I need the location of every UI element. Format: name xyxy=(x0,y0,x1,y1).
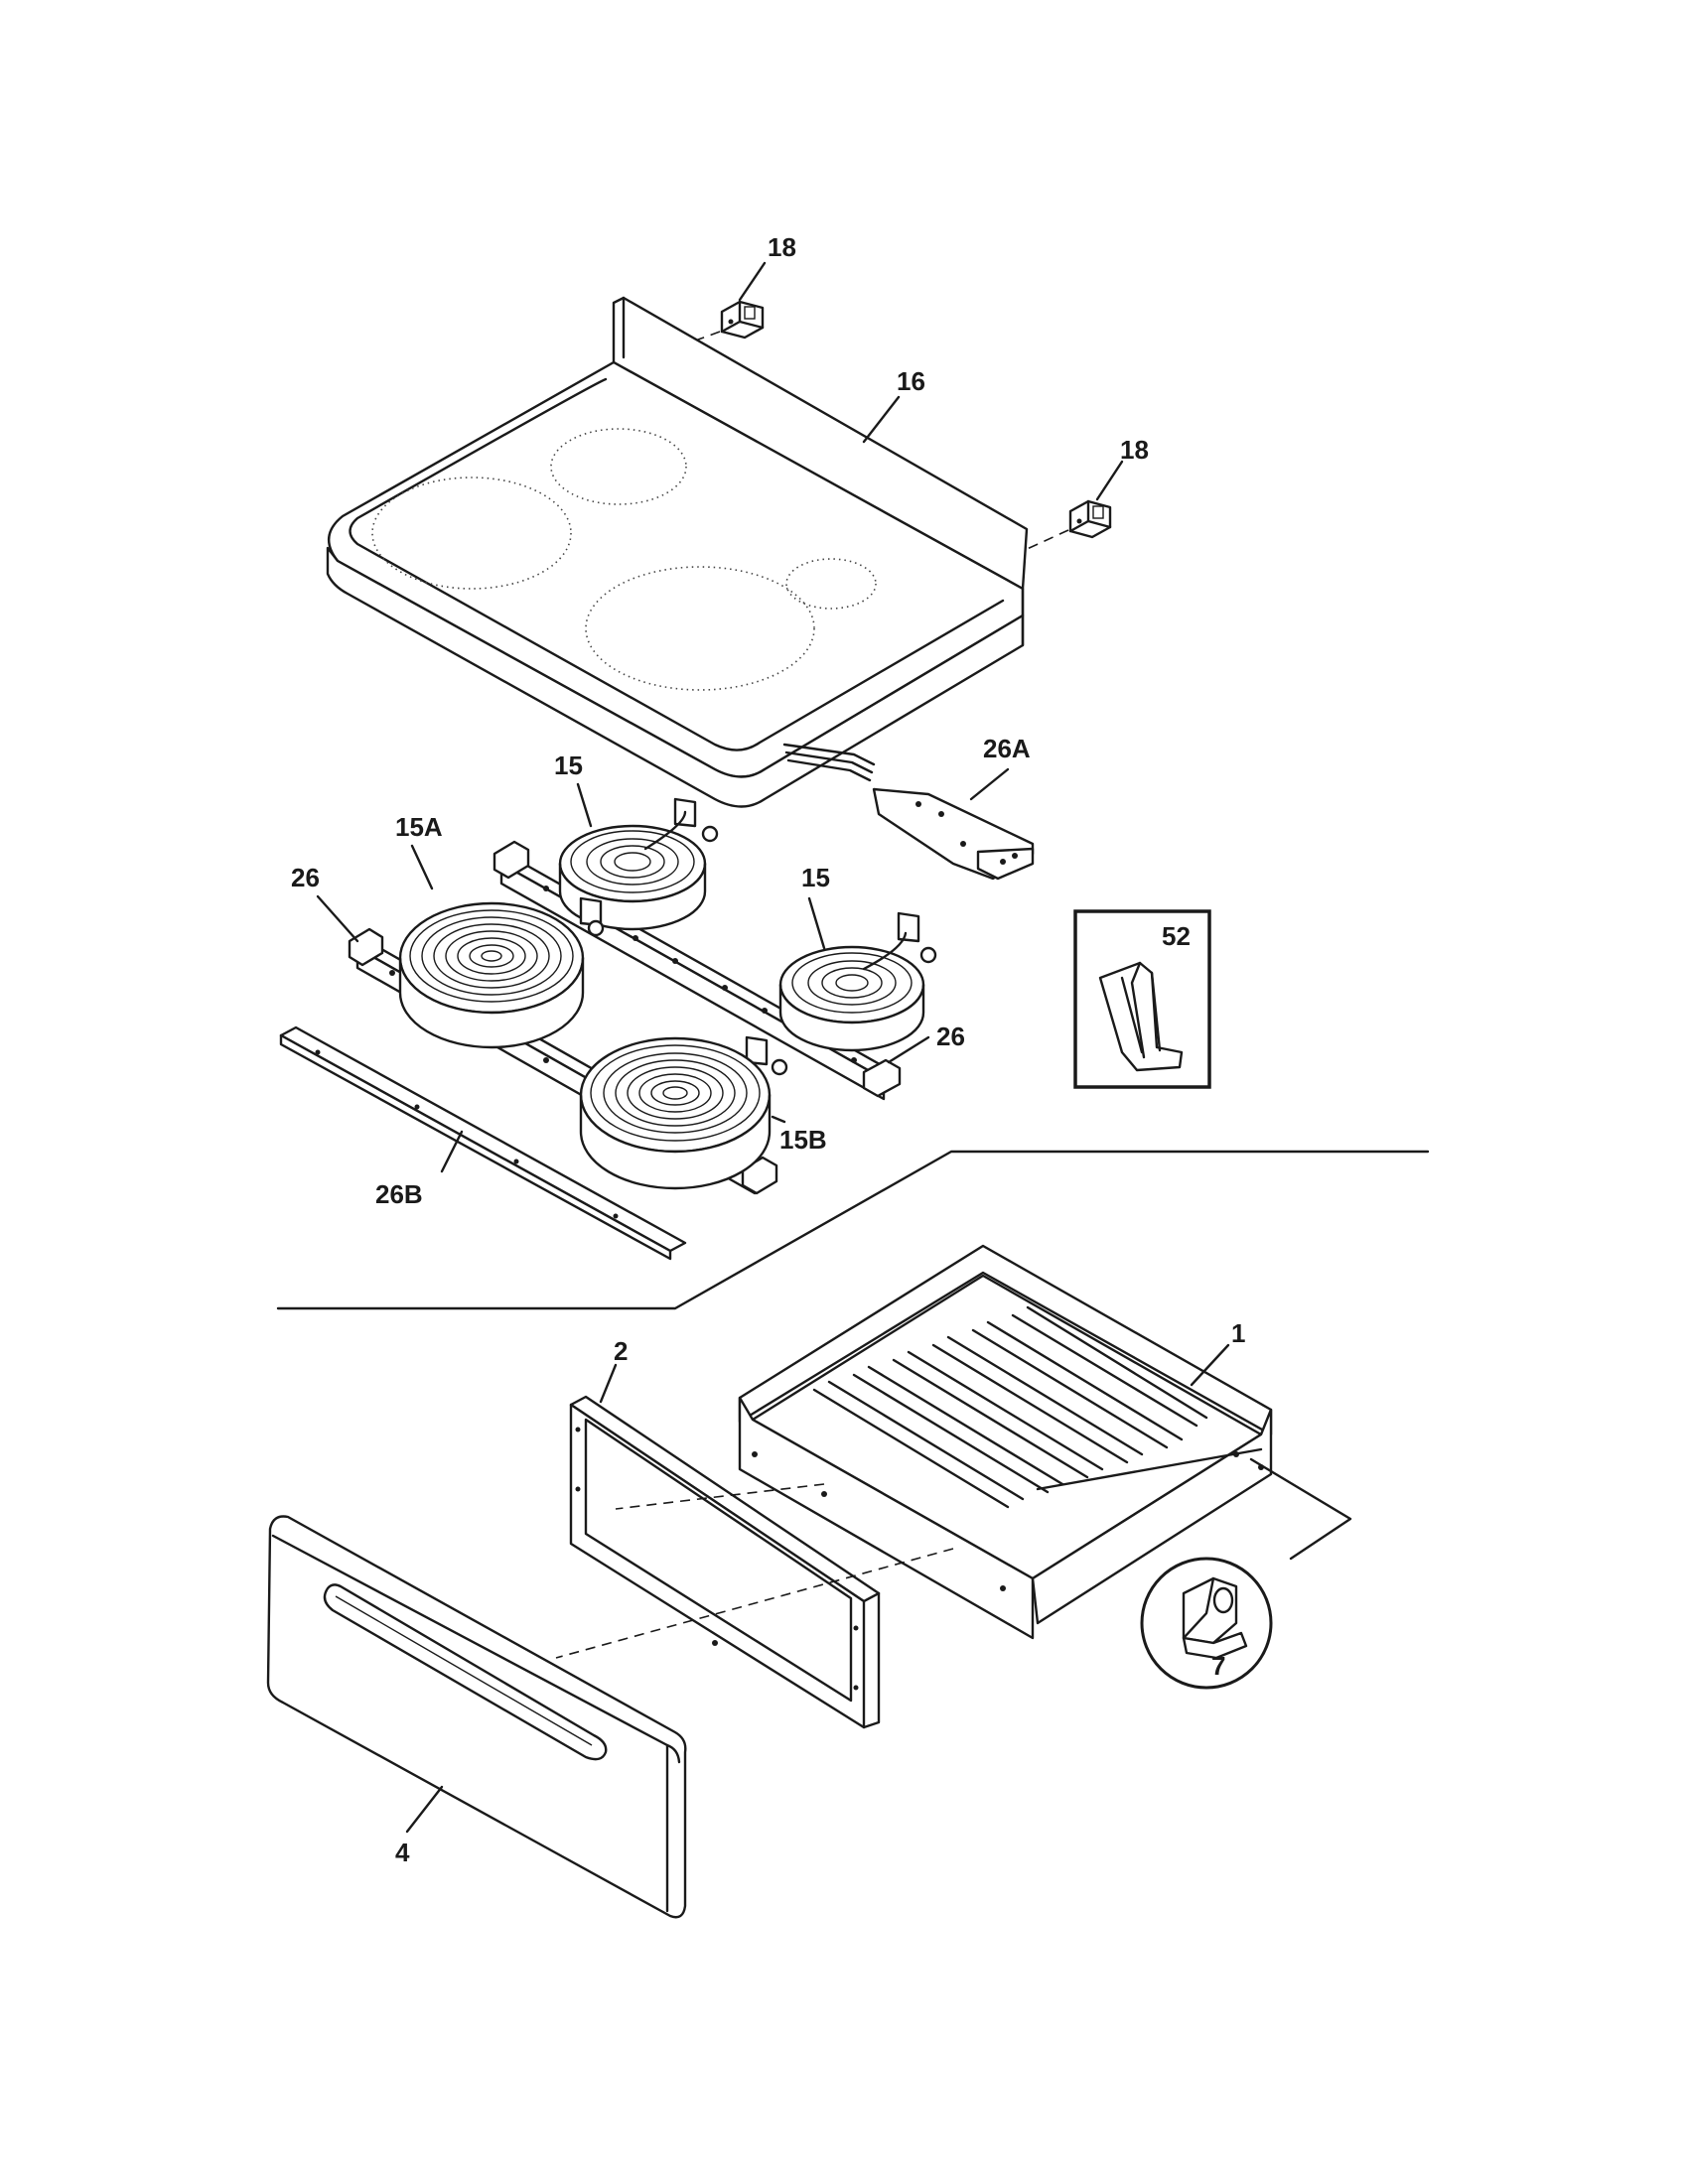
part-4-drawer-front xyxy=(266,1515,687,1919)
callout-26B: 26B xyxy=(375,1179,423,1209)
part-15A-element-large-left xyxy=(398,896,605,1049)
part-15-element-right xyxy=(778,911,937,1052)
callout-15B: 15B xyxy=(779,1125,827,1155)
callout-26-right: 26 xyxy=(936,1022,965,1051)
part-18-clip-upper xyxy=(720,300,765,340)
callout-26A: 26A xyxy=(983,734,1031,763)
callout-4: 4 xyxy=(395,1838,410,1867)
leader-lines xyxy=(316,261,1230,1834)
callout-15-rear: 15 xyxy=(554,751,583,780)
part-16-cooktop xyxy=(326,296,1029,808)
callout-16: 16 xyxy=(897,366,925,396)
part-7-detail xyxy=(1140,1457,1352,1690)
callout-18-upper: 18 xyxy=(768,232,796,262)
clip-alignment-line-lower xyxy=(1022,529,1069,552)
callout-52: 52 xyxy=(1162,921,1191,951)
part-52-inset xyxy=(1073,909,1211,1089)
callout-2: 2 xyxy=(614,1336,628,1366)
callout-15A: 15A xyxy=(395,812,443,842)
drawer-alignment-line-upper xyxy=(615,1483,825,1510)
callout-18-lower: 18 xyxy=(1120,435,1149,465)
callout-1: 1 xyxy=(1231,1318,1245,1348)
callout-7: 7 xyxy=(1211,1651,1225,1681)
callout-26-left: 26 xyxy=(291,863,320,892)
callout-15-right: 15 xyxy=(801,863,830,892)
part-1-drawer-body xyxy=(738,1244,1273,1640)
part-26B-trim-strip xyxy=(279,1025,687,1261)
part-2-drawer-frame xyxy=(569,1395,881,1729)
part-15B-element-large-front xyxy=(579,1035,788,1190)
drawer-alignment-line-lower xyxy=(555,1548,954,1659)
part-18-clip-lower xyxy=(1068,499,1112,539)
part-26A-harness-bracket xyxy=(782,743,1035,881)
section-divider xyxy=(276,1150,1430,1310)
